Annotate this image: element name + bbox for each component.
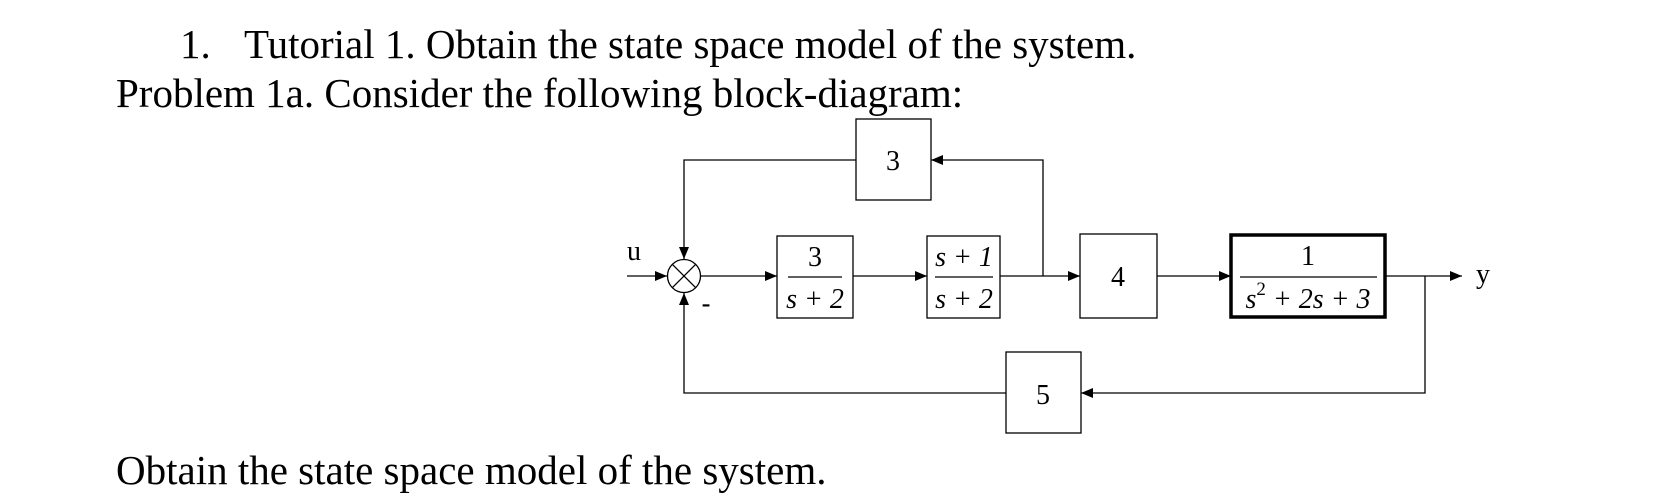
block1-denominator: s + 2 bbox=[786, 284, 844, 315]
task-instruction: Obtain the state space model of the syst… bbox=[116, 447, 827, 493]
minus-sign: - bbox=[701, 288, 710, 319]
tutorial-title: Tutorial 1. Obtain the state space model… bbox=[244, 21, 1137, 67]
problem-statement: Problem 1a. Consider the following block… bbox=[116, 70, 964, 116]
feedback-gain-3-value: 3 bbox=[886, 146, 900, 177]
block-s-plus-1-over-s-plus-2 bbox=[926, 235, 1001, 319]
gain-4-value: 4 bbox=[1111, 262, 1125, 293]
top-feedback-path-right bbox=[931, 155, 1044, 276]
bottom-feedback-path-right bbox=[1081, 276, 1426, 398]
gain-block-4 bbox=[1079, 233, 1158, 319]
plant-block bbox=[1229, 233, 1387, 319]
block2-numerator: s + 1 bbox=[935, 242, 993, 273]
plant-denominator-base: s bbox=[1245, 284, 1256, 315]
plant-numerator: 1 bbox=[1301, 241, 1315, 272]
summing-junction bbox=[666, 258, 702, 294]
plant-denominator-exponent: 2 bbox=[1256, 279, 1266, 300]
plant-denominator-rest: + 2s + 3 bbox=[1266, 284, 1371, 315]
block-3-over-s-plus-2 bbox=[776, 235, 854, 319]
top-feedback-path-left bbox=[679, 159, 856, 259]
block1-numerator: 3 bbox=[808, 242, 822, 273]
feedback-gain-block-3 bbox=[855, 118, 932, 201]
summing-junction-cross-2 bbox=[671, 263, 697, 289]
feedback-gain-5-value: 5 bbox=[1036, 380, 1050, 411]
plant-denominator: s2 + 2s + 3 bbox=[1245, 279, 1370, 315]
input-label-u: u bbox=[627, 236, 641, 267]
list-number: 1. bbox=[180, 21, 211, 67]
tutorial-heading: 1. Tutorial 1. Obtain the state space mod… bbox=[180, 24, 1136, 65]
bottom-feedback-path-left bbox=[679, 293, 1006, 394]
block2-denominator: s + 2 bbox=[935, 284, 993, 315]
feedback-gain-block-5 bbox=[1005, 351, 1082, 434]
output-label-y: y bbox=[1476, 259, 1490, 290]
